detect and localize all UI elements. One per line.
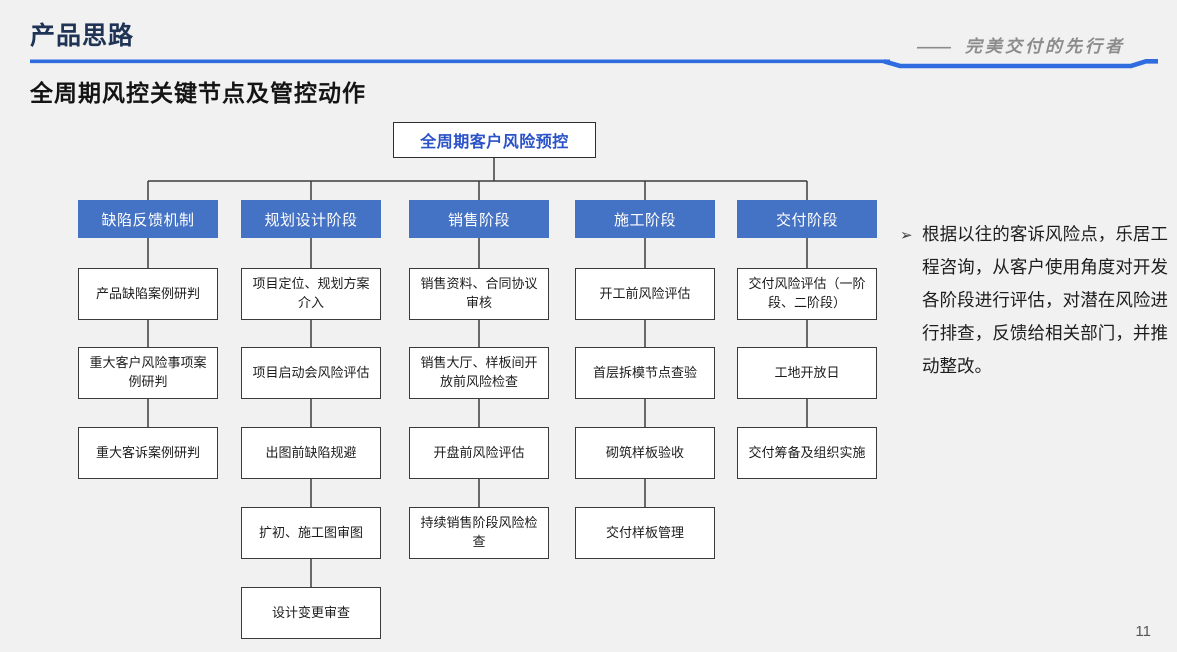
flow-node: 交付筹备及组织实施 [737,427,877,479]
stage-header-delivery: 交付阶段 [737,200,877,238]
flow-node: 扩初、施工图审图 [241,507,381,559]
flow-node: 销售资料、合同协议审核 [409,268,549,320]
flow-node: 出图前缺陷规避 [241,427,381,479]
tagline: —— 完美交付的先行者 [917,32,1125,57]
flow-node: 重大客诉案例研判 [78,427,218,479]
flow-node: 重大客户风险事项案例研判 [78,347,218,399]
flow-node: 持续销售阶段风险检查 [409,507,549,559]
arrow-bullet-icon: ➢ [900,227,913,244]
note-block: ➢ 根据以往的客诉风险点，乐居工程咨询，从客户使用角度对开发各阶段进行评估，对潜… [900,218,1168,383]
stage-header-sales: 销售阶段 [409,200,549,238]
root-node: 全周期客户风险预控 [393,122,596,158]
flow-node: 工地开放日 [737,347,877,399]
flow-node: 项目定位、规划方案介入 [241,268,381,320]
stage-header-defect-feedback: 缺陷反馈机制 [78,200,218,238]
flow-node: 开工前风险评估 [575,268,715,320]
slide-subtitle: 全周期风控关键节点及管控动作 [30,80,366,106]
page-number: 11 [1135,623,1151,640]
flow-node: 首层拆模节点查验 [575,347,715,399]
flow-node: 交付样板管理 [575,507,715,559]
tagline-text: 完美交付的先行者 [965,37,1125,56]
flow-node: 设计变更审查 [241,587,381,639]
page-title: 产品思路 [30,22,135,50]
flow-node: 交付风险评估（一阶段、二阶段） [737,268,877,320]
tagline-dash: —— [917,37,951,56]
stage-header-planning-design: 规划设计阶段 [241,200,381,238]
flow-node: 产品缺陷案例研判 [78,268,218,320]
note-text: 根据以往的客诉风险点，乐居工程咨询，从客户使用角度对开发各阶段进行评估，对潜在风… [922,224,1168,376]
flow-node: 销售大厅、样板间开放前风险检查 [409,347,549,399]
flow-node: 项目启动会风险评估 [241,347,381,399]
flow-node: 砌筑样板验收 [575,427,715,479]
flow-node: 开盘前风险评估 [409,427,549,479]
stage-header-construction: 施工阶段 [575,200,715,238]
